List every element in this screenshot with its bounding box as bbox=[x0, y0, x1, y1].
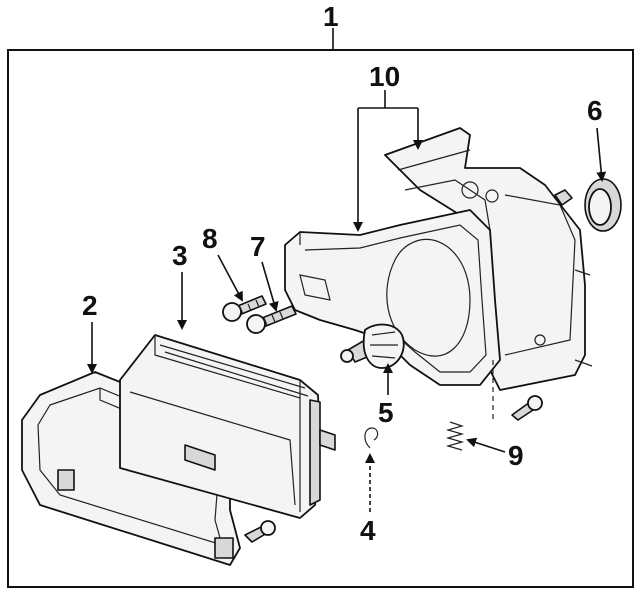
leader-8 bbox=[217, 254, 243, 302]
mounting-bracket bbox=[384, 127, 593, 391]
headlamp-bulb bbox=[340, 323, 405, 369]
leader-6 bbox=[596, 127, 607, 182]
adjuster-spring bbox=[445, 421, 465, 451]
callout-6: 6 bbox=[587, 95, 603, 126]
bezel-screw bbox=[244, 520, 276, 543]
callout-5: 5 bbox=[378, 397, 394, 428]
adjusting-screw-8 bbox=[222, 295, 267, 322]
callout-8: 8 bbox=[202, 223, 218, 254]
headlamp-lens bbox=[119, 334, 336, 519]
leader-9 bbox=[466, 437, 506, 453]
leader-7 bbox=[261, 261, 279, 312]
callout-10: 10 bbox=[369, 61, 400, 92]
bracket-screw bbox=[511, 395, 543, 421]
callout-7: 7 bbox=[250, 231, 266, 262]
retaining-clip bbox=[364, 427, 379, 449]
leader-10 bbox=[358, 90, 418, 109]
housing-frame bbox=[284, 209, 501, 386]
retaining-ring bbox=[584, 178, 622, 232]
callout-2: 2 bbox=[82, 290, 98, 321]
assembly-frame bbox=[7, 49, 634, 588]
callout-3: 3 bbox=[172, 240, 188, 271]
callout-1: 1 bbox=[323, 1, 339, 32]
callout-4: 4 bbox=[360, 515, 376, 546]
adjusting-screw-7 bbox=[246, 305, 297, 334]
callout-9: 9 bbox=[508, 440, 524, 471]
